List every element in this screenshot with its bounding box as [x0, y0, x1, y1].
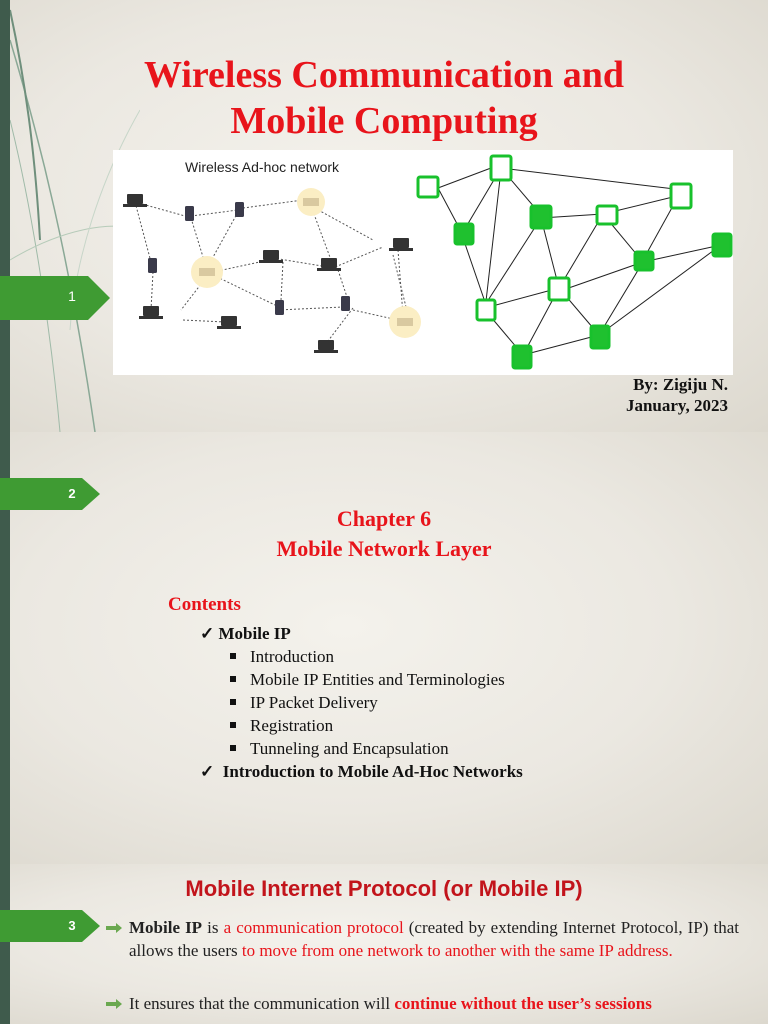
chapter-title: Mobile Network Layer	[276, 536, 492, 561]
slide-number: 2	[68, 486, 76, 501]
title-line-1: Wireless Communication and	[144, 54, 624, 96]
mesh-nodes	[416, 154, 733, 370]
access-point-icons	[191, 188, 421, 338]
list-item: Tunneling and Encapsulation	[200, 737, 523, 760]
chapter-number: Chapter 6	[336, 506, 432, 531]
bullet-point: Mobile IP is a communication protocol (c…	[106, 916, 739, 962]
square-bullet-icon	[230, 676, 236, 683]
list-item: Introduction	[200, 645, 523, 668]
adhoc-links	[134, 199, 409, 346]
slide-2: 2 Chapter 6 Mobile Network Layer Content…	[0, 432, 768, 864]
slide-3: 3 Mobile Internet Protocol (or Mobile IP…	[0, 864, 768, 1024]
image-caption: Wireless Ad-hoc network	[185, 159, 340, 175]
author: By: Zigiju N.	[633, 375, 728, 394]
list-item: Mobile IP Entities and Terminologies	[200, 668, 523, 691]
arrow-bullet-icon	[106, 999, 122, 1009]
slide-number: 1	[68, 288, 76, 304]
slide-number-badge: 1	[0, 276, 110, 320]
square-bullet-icon	[230, 745, 236, 752]
slide-number-badge: 2	[0, 478, 100, 514]
date: January, 2023	[625, 396, 728, 415]
list-item: IP Packet Delivery	[200, 691, 523, 714]
slide-1: 1 Wireless Communication and Mobile Comp…	[0, 0, 768, 432]
phone-icons	[148, 202, 350, 315]
square-bullet-icon	[230, 699, 236, 706]
presentation-title: Wireless Communication and Mobile Comput…	[0, 52, 768, 144]
laptop-icons	[123, 194, 413, 353]
slide-heading: Mobile Internet Protocol (or Mobile IP)	[185, 876, 583, 901]
slide-number-badge: 3	[0, 910, 100, 946]
square-bullet-icon	[230, 653, 236, 660]
chapter-heading: Chapter 6 Mobile Network Layer	[0, 504, 768, 564]
check-icon: ✓	[200, 624, 215, 643]
network-illustration: Wireless Ad-hoc network	[113, 150, 733, 375]
left-accent-bar	[0, 432, 10, 864]
list-item: ✓ Introduction to Mobile Ad-Hoc Networks	[200, 762, 523, 781]
contents-heading: Contents	[168, 594, 241, 615]
author-block: By: Zigiju N. January, 2023	[626, 374, 728, 416]
bullet-point: It ensures that the communication will c…	[106, 992, 739, 1015]
left-accent-bar	[0, 0, 10, 432]
contents-list: ✓ Mobile IP Introduction Mobile IP Entit…	[200, 622, 523, 783]
check-icon: ✓	[200, 762, 215, 781]
list-item: ✓ Mobile IP	[200, 624, 291, 643]
title-line-2: Mobile Computing	[230, 100, 538, 142]
list-item: Registration	[200, 714, 523, 737]
square-bullet-icon	[230, 722, 236, 729]
slide-number: 3	[68, 918, 76, 933]
left-accent-bar	[0, 864, 10, 1024]
arrow-bullet-icon	[106, 923, 122, 933]
